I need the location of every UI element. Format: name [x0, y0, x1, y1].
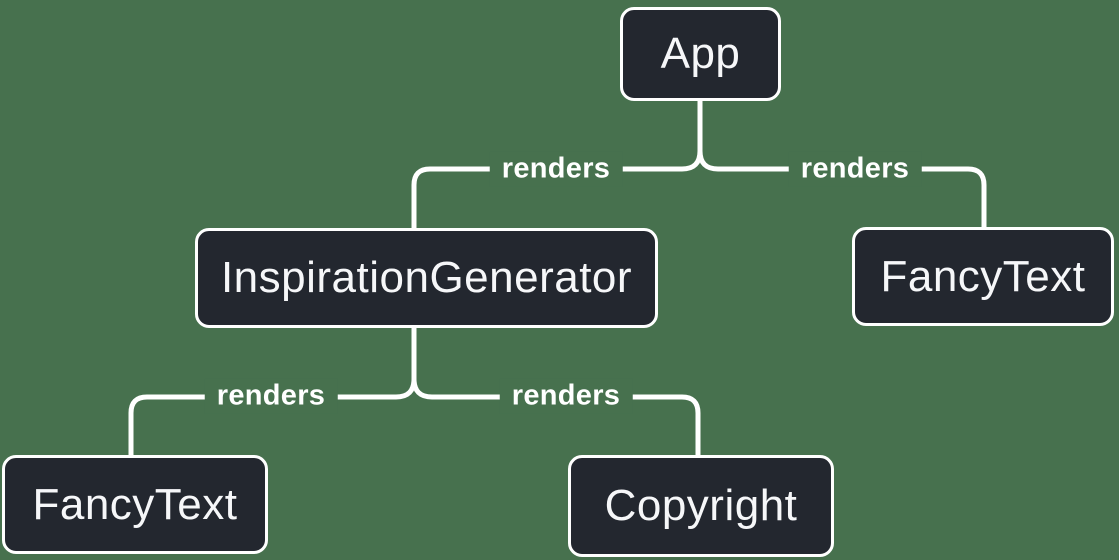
- node-copyright: Copyright: [568, 455, 834, 557]
- node-fancy-text-top-right: FancyText: [852, 227, 1114, 326]
- edge-label-app-inspirationgenerator: renders: [489, 151, 623, 187]
- edge-label-app-fancytext: renders: [788, 151, 922, 187]
- node-inspiration-generator-label: InspirationGenerator: [220, 253, 633, 302]
- edge-label-inspirationgenerator-copyright: renders: [499, 378, 633, 414]
- node-app: App: [620, 7, 781, 101]
- node-fancy-text-bottom-left-label: FancyText: [32, 479, 238, 529]
- node-copyright-label: Copyright: [604, 481, 798, 530]
- node-app-label: App: [660, 29, 741, 78]
- node-fancy-text-bottom-left: FancyText: [2, 455, 268, 554]
- edge-label-inspirationgenerator-fancytext: renders: [204, 378, 338, 414]
- node-fancy-text-top-right-label: FancyText: [880, 251, 1086, 301]
- node-inspiration-generator: InspirationGenerator: [195, 228, 658, 328]
